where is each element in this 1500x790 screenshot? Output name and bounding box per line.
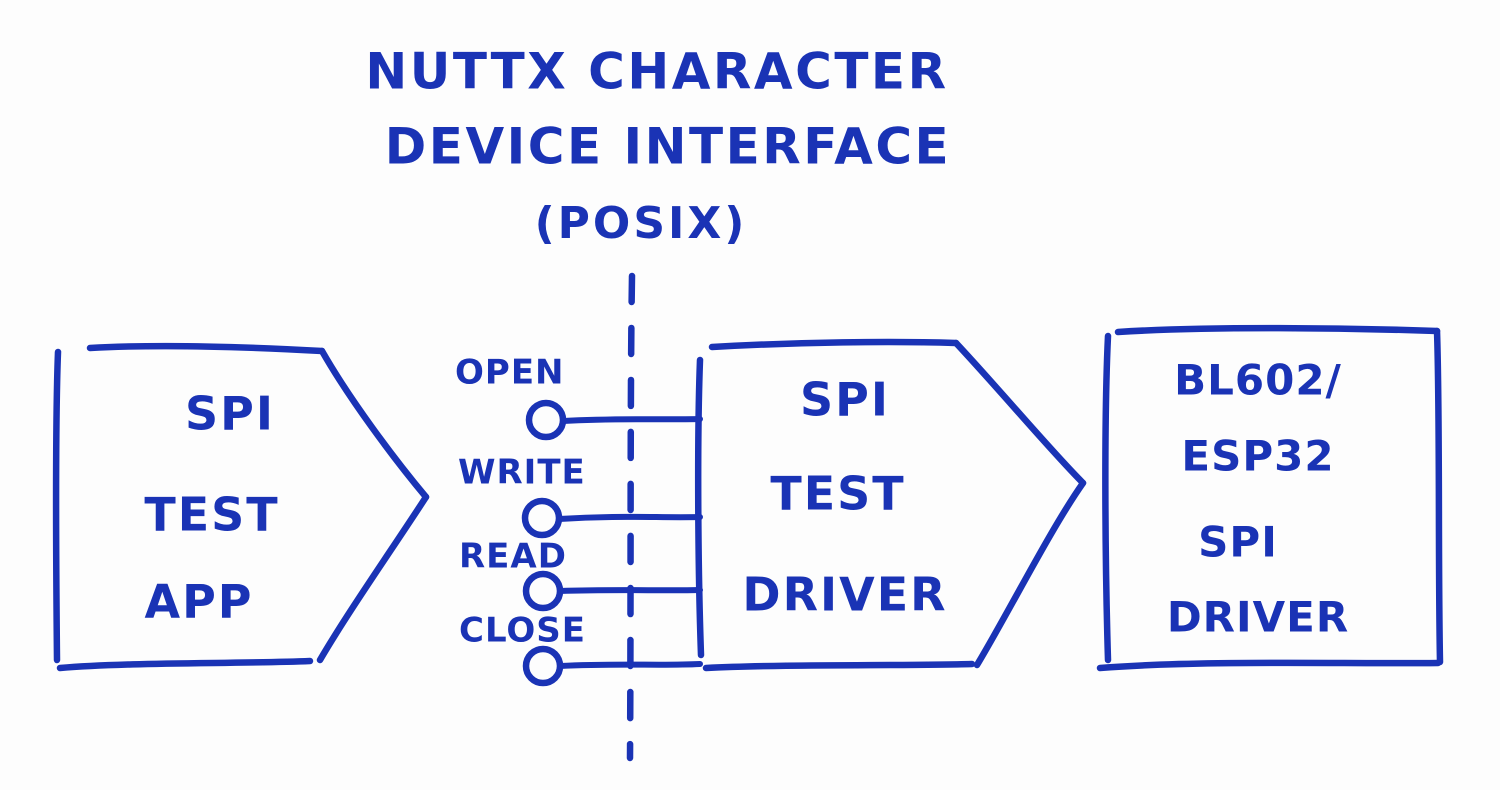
left-block-line-3: APP <box>144 575 253 629</box>
api-labels: OPEN WRITE READ CLOSE <box>455 353 586 651</box>
right-block-line-3: SPI <box>1198 518 1278 567</box>
right-block-line-4: DRIVER <box>1167 593 1349 642</box>
api-label-read: READ <box>459 537 567 577</box>
right-block-outline <box>1096 324 1444 672</box>
posix-interface-boundary <box>626 272 636 762</box>
api-connector-read <box>522 570 703 612</box>
middle-block-label: SPI TEST DRIVER <box>742 373 947 622</box>
api-label-open: OPEN <box>455 353 565 393</box>
api-label-close: CLOSE <box>459 611 586 651</box>
left-block-outline <box>52 342 430 672</box>
api-connector-open <box>525 399 703 441</box>
middle-block-line-2: TEST <box>770 467 905 521</box>
api-connector-write <box>521 497 703 539</box>
left-block-line-2: TEST <box>144 488 279 542</box>
diagram-title: NUTTX CHARACTER DEVICE INTERFACE (POSIX) <box>365 43 951 250</box>
right-block-line-1: BL602/ <box>1174 356 1342 405</box>
middle-block-line-1: SPI <box>800 373 890 427</box>
title-line-1: NUTTX CHARACTER <box>365 43 948 101</box>
left-block-label: SPI TEST APP <box>144 387 279 629</box>
middle-block-line-3: DRIVER <box>742 568 947 622</box>
title-line-2: DEVICE INTERFACE <box>385 118 951 176</box>
api-connector-close <box>522 645 703 687</box>
left-block-line-1: SPI <box>185 387 275 441</box>
right-block-line-2: ESP32 <box>1181 432 1334 481</box>
api-label-write: WRITE <box>458 453 586 493</box>
middle-block-outline <box>694 338 1087 672</box>
right-block-label: BL602/ ESP32 SPI DRIVER <box>1167 356 1349 642</box>
title-line-3: (POSIX) <box>535 198 748 249</box>
